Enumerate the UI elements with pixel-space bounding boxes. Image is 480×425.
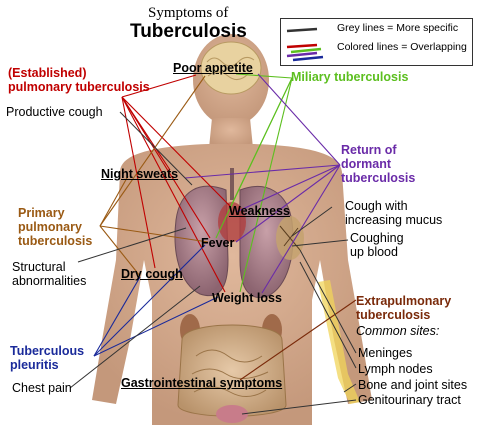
brain-illustration: [200, 41, 262, 95]
connector-line-pleuritis: [93, 244, 206, 357]
connector-line-pulmonary: [121, 96, 211, 239]
symptom-cough-mucus: Cough with increasing mucus: [345, 199, 443, 227]
arm-bone-illustration: [318, 280, 360, 404]
connector-line-dormant: [235, 164, 341, 213]
connector-line-grey-line: [299, 249, 357, 354]
connector-line-primary: [99, 175, 129, 227]
connector-line-pleuritis: [93, 296, 219, 357]
connector-line-grey-line: [241, 399, 357, 415]
connector-line-miliary: [235, 73, 293, 79]
condition-extrapulmonary: Extrapulmonary tuberculosis: [356, 294, 452, 322]
symptom-weight-loss: Weight loss: [212, 291, 282, 305]
lymph-node-cluster: [276, 216, 304, 260]
connector-line-pulmonary: [121, 96, 226, 293]
connector-line-grey-line: [77, 227, 187, 263]
condition-primary: Primary pulmonary tuberculosis: [18, 206, 93, 248]
connector-line-extrapulmonary: [239, 299, 357, 381]
symptom-night-sweats: Night sweats: [101, 167, 179, 181]
symptom-coughing-blood: Coughing up blood: [350, 231, 404, 259]
legend-swatches: [286, 27, 324, 62]
condition-miliary: Miliary tuberculosis: [291, 70, 409, 84]
connector-line-grey-line: [291, 239, 349, 247]
diagram-title-line2: Tuberculosis: [130, 21, 247, 42]
sites-heading: Common sites:: [356, 324, 440, 338]
connector-line-pulmonary: [121, 96, 231, 207]
connector-line-primary: [99, 225, 209, 243]
symptom-chest-pain: Chest pain: [12, 381, 72, 395]
symptom-fever: Fever: [201, 236, 235, 250]
site-meninges: Meninges: [358, 346, 413, 360]
symptom-dry-cough: Dry cough: [121, 267, 183, 281]
connector-line-dormant: [257, 73, 341, 166]
connector-line-grey-line: [299, 261, 357, 369]
legend-colored-label: Colored lines = Overlapping: [337, 41, 467, 53]
connector-line-grey-line: [291, 206, 333, 237]
site-genitourinary: Genitourinary tract: [358, 393, 461, 407]
abdomen-illustration: [177, 314, 287, 423]
connector-line-primary: [99, 75, 206, 227]
connector-line-pleuritis: [93, 276, 141, 357]
legend-box: Grey lines = More specific Colored lines…: [280, 18, 473, 66]
symptom-gastrointestinal: Gastrointestinal symptoms: [121, 376, 283, 390]
connector-line-miliary: [215, 77, 293, 239]
condition-pleuritis: Tuberculous pleuritis: [10, 344, 85, 372]
symptom-productive-cough: Productive cough: [6, 105, 103, 119]
symptom-weakness: Weakness: [229, 204, 290, 218]
site-bone-joint: Bone and joint sites: [358, 378, 468, 392]
connector-line-pulmonary: [121, 74, 197, 98]
condition-dormant: Return of dormant tuberculosis: [341, 143, 416, 185]
connector-line-grey-line: [119, 111, 193, 186]
connector-line-grey-line: [69, 285, 201, 389]
connector-line-miliary: [239, 77, 293, 293]
connector-line-primary: [99, 225, 141, 277]
site-lymph-nodes: Lymph nodes: [358, 362, 433, 376]
symptom-structural-abnormalities: Structural abnormalities: [12, 260, 87, 288]
connector-line-grey-line: [343, 383, 357, 393]
diagram-title-line1: Symptoms of: [148, 5, 229, 21]
condition-pulmonary: (Established) pulmonary tuberculosis: [8, 66, 150, 94]
legend-grey-label: Grey lines = More specific: [337, 22, 459, 34]
symptom-poor-appetite: Poor appetite: [173, 61, 253, 75]
connector-line-dormant: [184, 164, 341, 179]
connector-line-dormant: [235, 164, 341, 243]
connector-lines: [69, 73, 357, 415]
